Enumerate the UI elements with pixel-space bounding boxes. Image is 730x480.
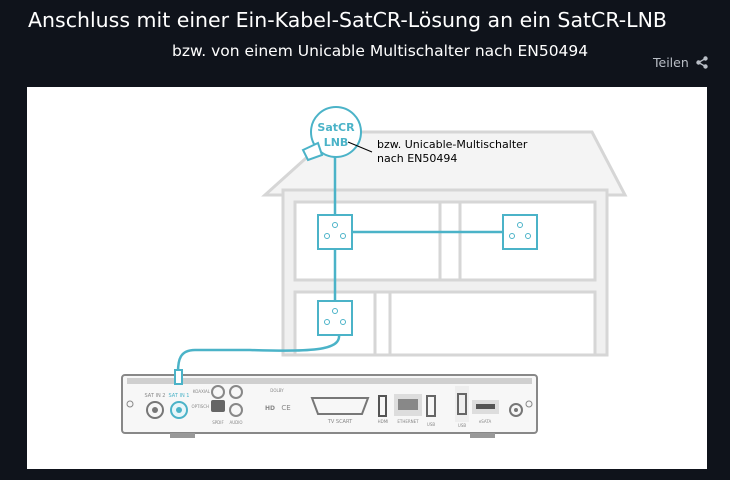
usb-label-2: USB [458, 423, 466, 428]
esata-label: eSATA [479, 419, 492, 424]
share-label: Teilen [653, 55, 689, 70]
wall-outlet-upper-right [502, 214, 538, 250]
page-title: Anschluss mit einer Ein-Kabel-SatCR-Lösu… [28, 8, 667, 32]
coax-cable [176, 155, 508, 373]
koaxial-label: KOAXIAL [193, 389, 211, 394]
wall-outlet-upper-left [317, 214, 353, 250]
share-icon [696, 56, 708, 69]
scart-label: TV SCART [327, 419, 353, 425]
wall-outlet-lower [317, 300, 353, 336]
hdmi-label: HDMI [378, 419, 389, 424]
usb-label-1: USB [427, 422, 435, 427]
hd-label: HD [265, 405, 275, 412]
page-subtitle: bzw. von einem Unicable Multischalter na… [172, 42, 589, 60]
optisch-label: OPTISCH [191, 404, 209, 409]
annotation-line-1: bzw. Unicable-Multischalter [377, 138, 528, 151]
sat-in-1-label: SAT IN 1 [169, 393, 190, 399]
satellite-receiver: SAT IN 2 SAT IN 1 KOAXIAL OPTISCH SPDIF … [121, 369, 538, 438]
ethernet-label: ETHERNET [397, 419, 419, 424]
audio-label: AUDIO [229, 420, 242, 425]
satcr-lnb: SatCR LNB [301, 106, 362, 162]
sat-in-2-label: SAT IN 2 [145, 393, 166, 399]
lnb-label-1: SatCR [317, 121, 355, 134]
annotation-line-2: nach EN50494 [377, 152, 457, 165]
share-button[interactable]: Teilen [653, 55, 708, 70]
spdif-label: SPDIF [212, 420, 224, 425]
dolby-label: DOLBY [270, 388, 284, 393]
annotation-pointer [347, 141, 373, 153]
connection-diagram: SatCR LNB bzw. Unicable-Multischalter na… [27, 87, 707, 469]
ce-label: CE [281, 404, 290, 412]
lnb-label-2: LNB [324, 136, 349, 149]
